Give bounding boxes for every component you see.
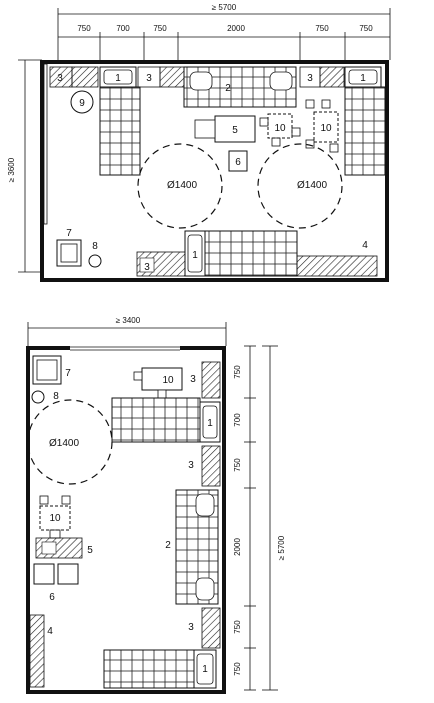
bottom-overall-width-dimension: ≥ 3400 [27,316,227,346]
top-wardrobe-bed [70,90,94,114]
top-label-bed-a: 1 [115,73,121,84]
top-seg-6: 750 [359,24,373,33]
top-label-sofa: 2 [225,83,231,94]
top-sofa-cushion-b [269,71,293,91]
top-plan: ≥ 5700 750 700 750 2000 750 750 ≥ 3600 [7,3,391,282]
top-turning-circle-a [137,143,223,229]
top-label-sink-a: 3 [57,73,63,84]
top-seg-1: 750 [77,24,91,33]
bottom-overall-depth: ≥ 5700 [277,535,286,560]
bottom-bed-b-headboard [193,649,217,689]
top-seg-2: 700 [116,24,130,33]
bottom-label-sink-c: 3 [188,622,194,633]
top-label-chair-group-b: 10 [320,123,332,134]
bottom-seg-3: 750 [233,458,242,472]
top-label-door: 4 [362,240,368,251]
bottom-seg-4: 2000 [233,538,242,556]
top-segment-dimensions: 750 700 750 2000 750 750 [58,24,390,60]
bottom-label-bed-b: 1 [202,664,208,675]
top-label-stool: 6 [235,157,241,168]
top-counter-b [159,66,185,88]
top-label-cabinet: 7 [66,228,72,239]
top-seg-3: 750 [153,24,167,33]
bottom-bed-a-headboard [199,401,221,443]
top-label-sink-b: 3 [146,73,152,84]
bottom-seg-1: 750 [233,365,242,379]
top-label-basin: 8 [92,241,98,252]
bottom-chair-group-a [133,367,183,399]
bottom-label-cabinet: 7 [65,368,71,379]
top-counter-c [319,66,345,88]
top-overall-width: ≥ 5700 [212,3,237,12]
top-overall-width-dimension: ≥ 5700 [57,3,391,60]
top-label-chair-group-a: 10 [274,123,286,134]
top-label-wardrobe-bed: 9 [79,98,85,109]
top-bed-b [344,86,386,176]
bottom-cabinet [32,355,62,385]
bottom-sink-b [201,445,221,487]
top-label-circle-b: Ø1400 [297,180,327,191]
bottom-room-walls [26,346,226,694]
bottom-label-sink-b: 3 [188,460,194,471]
top-label-bed-b: 1 [360,73,366,84]
top-label-desk: 5 [232,125,238,136]
top-depth-dimension: ≥ 3600 [7,59,42,273]
bottom-overall-depth-dimension: ≥ 5700 [262,345,286,691]
bottom-label-stool: 6 [49,592,55,603]
top-desk-chair [194,119,216,139]
bottom-plan: ≥ 3400 750 700 750 2000 750 7 [26,316,286,694]
bottom-basin [31,390,45,404]
top-seg-5: 750 [315,24,329,33]
bottom-stool-b [57,563,79,585]
top-label-circle-a: Ø1400 [167,180,197,191]
top-label-sink-d: 3 [144,262,150,273]
bottom-bed-b [103,649,195,689]
top-chair-group-b [305,99,339,153]
bottom-sofa-cushion-a [195,493,215,517]
bottom-label-sofa: 2 [165,540,171,551]
bottom-sink-c [201,607,221,649]
top-label-sink-c: 3 [307,73,313,84]
top-label-bed-c: 1 [192,250,198,261]
top-bed-a [99,86,141,176]
top-seg-4: 2000 [227,24,245,33]
bottom-segment-dimensions: 750 700 750 2000 750 750 [233,345,256,691]
top-room-walls [40,60,389,282]
top-chair-group-a [259,113,301,147]
bottom-label-basin: 8 [53,391,59,402]
bottom-label-circle: Ø1400 [49,438,79,449]
bottom-label-chair-group-b: 10 [49,513,61,524]
bottom-sink-a [201,361,221,399]
bottom-sofa-cushion-b [195,577,215,601]
top-stool [228,150,248,172]
bottom-door-panel [29,614,45,688]
bottom-label-chair-group-a: 10 [162,375,174,386]
top-sofa-cushion-a [189,71,213,91]
bottom-label-door: 4 [47,626,53,637]
bottom-seg-2: 700 [233,413,242,427]
bottom-label-desk: 5 [87,545,93,556]
bottom-bed-a [111,397,201,443]
top-overall-depth: ≥ 3600 [7,157,16,182]
bottom-overall-width: ≥ 3400 [116,316,141,325]
bottom-label-bed-a: 1 [207,418,213,429]
bottom-seg-5: 750 [233,620,242,634]
bottom-label-sink-a: 3 [190,374,196,385]
top-turning-circle-b [257,143,343,229]
top-bed-c [204,230,298,277]
bottom-seg-6: 750 [233,662,242,676]
top-basin [88,254,102,268]
bottom-stool-a [33,563,55,585]
top-door-panel [296,255,378,277]
top-counter-a [71,66,99,88]
